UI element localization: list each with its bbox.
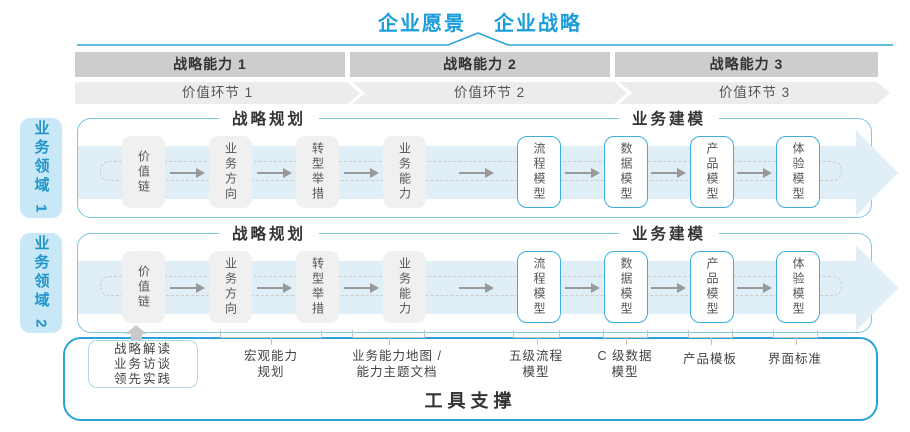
box-business-direction: 业务方向 bbox=[209, 251, 252, 323]
domain-tag-1: 业务领域 1 bbox=[20, 118, 62, 218]
right-arrow-icon bbox=[257, 168, 292, 178]
right-arrow-icon bbox=[459, 283, 494, 293]
bracket-icon bbox=[352, 330, 425, 345]
box-business-capability-label: 业务能力 bbox=[397, 142, 412, 202]
box-data-model-label: 数据模型 bbox=[619, 142, 633, 202]
bracket-icon bbox=[513, 330, 560, 345]
box-business-direction-label: 业务方向 bbox=[223, 142, 238, 202]
right-arrow-icon bbox=[651, 168, 686, 178]
box-transformation-initiatives: 转型举措 bbox=[296, 251, 339, 323]
bracket-icon bbox=[220, 330, 322, 345]
domain-tag-1-label: 业务领域 1 bbox=[32, 119, 50, 217]
bracket-icon bbox=[688, 330, 733, 345]
flow-band-arrowhead-icon bbox=[856, 130, 898, 216]
right-arrow-icon bbox=[565, 168, 600, 178]
right-arrow-icon bbox=[170, 168, 205, 178]
flow-band-arrowhead-icon bbox=[856, 245, 898, 331]
strategic-capability-2: 战略能力 2 bbox=[350, 52, 610, 77]
right-arrow-icon bbox=[651, 283, 686, 293]
box-business-direction: 业务方向 bbox=[209, 136, 252, 208]
enterprise-vision-title: 企业愿景 bbox=[378, 13, 466, 35]
annotation-macro-capability-planning: 宏观能力 规划 bbox=[243, 349, 298, 379]
value-link-3: 价值环节 3 bbox=[619, 82, 890, 104]
right-arrow-icon bbox=[344, 283, 379, 293]
right-arrow-icon bbox=[459, 168, 494, 178]
box-product-model: 产品模型 bbox=[690, 251, 734, 323]
practice-line-3: 领先实践 bbox=[113, 371, 172, 386]
practice-line-2: 业务访谈 bbox=[113, 356, 172, 371]
strategic-planning-header: 战略规划 bbox=[218, 222, 320, 244]
box-data-model: 数据模型 bbox=[604, 251, 648, 323]
annotation-c-level-data-model: C 级数据 模型 bbox=[597, 349, 653, 379]
box-transformation-initiatives-label: 转型举措 bbox=[310, 257, 325, 317]
value-link-2: 价值环节 2 bbox=[352, 82, 627, 104]
box-process-model-label: 流程模型 bbox=[532, 142, 546, 202]
box-value-chain-label: 价值链 bbox=[136, 264, 151, 310]
box-value-chain-label: 价值链 bbox=[136, 149, 151, 195]
bracket-icon bbox=[773, 330, 818, 345]
box-experience-model: 体验模型 bbox=[776, 251, 820, 323]
domain-tag-2: 业务领域 2 bbox=[20, 233, 62, 333]
box-value-chain: 价值链 bbox=[122, 136, 165, 208]
box-business-capability-label: 业务能力 bbox=[397, 257, 412, 317]
box-data-model-label: 数据模型 bbox=[619, 257, 633, 317]
up-arrow-shaft bbox=[131, 333, 142, 341]
box-product-model-label: 产品模型 bbox=[705, 142, 719, 202]
box-transformation-initiatives-label: 转型举措 bbox=[310, 142, 325, 202]
tool-support-container: 工具支撑 bbox=[63, 337, 878, 421]
box-product-model: 产品模型 bbox=[690, 136, 734, 208]
domain-2-panel: 战略规划 业务建模 价值链 业务方向 转型举措 业务能力 流程模型 数据模型 产… bbox=[77, 222, 898, 333]
value-stream-dashed-outline bbox=[100, 276, 842, 296]
strategic-capability-3: 战略能力 3 bbox=[615, 52, 878, 77]
annotation-capability-map-docs: 业务能力地图 / 能力主题文档 bbox=[352, 349, 442, 379]
box-data-model: 数据模型 bbox=[604, 136, 648, 208]
annotation-product-template: 产品模板 bbox=[682, 352, 737, 366]
box-business-direction-label: 业务方向 bbox=[223, 257, 238, 317]
right-arrow-icon bbox=[170, 283, 205, 293]
right-arrow-icon bbox=[565, 283, 600, 293]
bracket-icon bbox=[603, 330, 648, 345]
top-titles: 企业愿景 企业战略 bbox=[378, 7, 582, 36]
box-business-capability: 业务能力 bbox=[383, 251, 426, 323]
annotation-five-level-process-model: 五级流程 模型 bbox=[508, 349, 563, 379]
value-link-1: 价值环节 1 bbox=[75, 82, 360, 104]
right-arrow-icon bbox=[344, 168, 379, 178]
strategic-capability-1: 战略能力 1 bbox=[75, 52, 345, 77]
business-modeling-header: 业务建模 bbox=[618, 107, 720, 129]
up-arrow-icon bbox=[125, 325, 147, 334]
box-transformation-initiatives: 转型举措 bbox=[296, 136, 339, 208]
enterprise-strategy-title: 企业战略 bbox=[494, 13, 582, 35]
business-modeling-header: 业务建模 bbox=[618, 222, 720, 244]
practice-annotation-box: 战略解读 业务访谈 领先实践 bbox=[88, 340, 198, 388]
box-experience-model-label: 体验模型 bbox=[791, 142, 805, 202]
box-experience-model: 体验模型 bbox=[776, 136, 820, 208]
box-process-model: 流程模型 bbox=[517, 136, 561, 208]
tool-support-label: 工具支撑 bbox=[424, 391, 517, 411]
right-arrow-icon bbox=[257, 283, 292, 293]
annotation-ui-standard: 界面标准 bbox=[767, 352, 822, 366]
strategic-planning-header: 战略规划 bbox=[218, 107, 320, 129]
right-arrow-icon bbox=[737, 168, 772, 178]
domain-tag-2-label: 业务领域 2 bbox=[32, 234, 50, 332]
box-business-capability: 业务能力 bbox=[383, 136, 426, 208]
value-stream-dashed-outline bbox=[100, 161, 842, 181]
box-process-model: 流程模型 bbox=[517, 251, 561, 323]
right-arrow-icon bbox=[737, 283, 772, 293]
box-product-model-label: 产品模型 bbox=[705, 257, 719, 317]
box-experience-model-label: 体验模型 bbox=[791, 257, 805, 317]
domain-1-panel: 战略规划 业务建模 价值链 业务方向 转型举措 业务能力 流程模型 数据模型 产… bbox=[77, 107, 898, 218]
practice-line-1: 战略解读 bbox=[113, 341, 172, 356]
box-value-chain: 价值链 bbox=[122, 251, 165, 323]
box-process-model-label: 流程模型 bbox=[532, 257, 546, 317]
